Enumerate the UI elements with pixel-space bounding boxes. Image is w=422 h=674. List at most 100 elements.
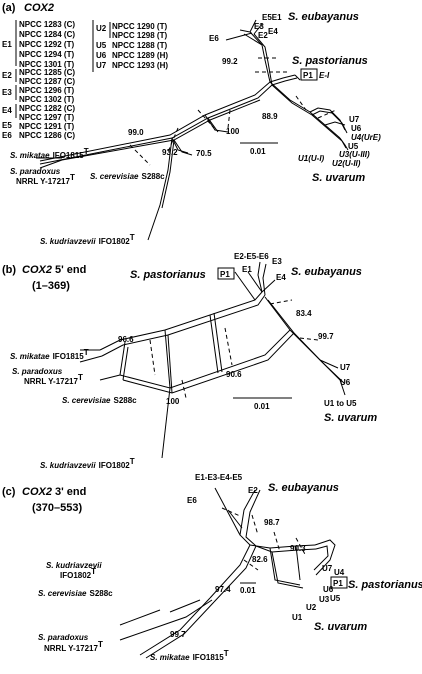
strain-right-1: NPCC 1298 (T) bbox=[112, 31, 167, 40]
group-e3: E3 bbox=[2, 88, 12, 97]
group-u2: U2 bbox=[96, 24, 107, 33]
taxon-eubayanus-b: S. eubayanus bbox=[291, 266, 362, 278]
tip-e6: E6 bbox=[209, 34, 219, 43]
tip-e3: E3 bbox=[254, 22, 264, 31]
group-e6: E6 bbox=[2, 131, 12, 140]
tip-u5-a: U5 bbox=[348, 142, 359, 151]
boot-98-7: 98.7 bbox=[264, 518, 280, 527]
dash-b-5 bbox=[181, 379, 187, 399]
boot-99-7-b: 99.7 bbox=[318, 332, 334, 341]
scale-label-b: 0.01 bbox=[254, 402, 270, 411]
group-u6: U6 bbox=[96, 51, 107, 60]
tip-u2-a: U2(U-II) bbox=[332, 159, 361, 168]
tip-e256: E2-E5-E6 bbox=[234, 252, 269, 261]
scale-label-c: 0.01 bbox=[240, 586, 256, 595]
taxon-eubayanus-a: S. eubayanus bbox=[288, 11, 359, 23]
boot-83-4: 83.4 bbox=[296, 309, 312, 318]
boot-88-9: 88.9 bbox=[262, 112, 278, 121]
tip-u6-b: U6 bbox=[340, 378, 351, 387]
panel-a-label: (a) bbox=[2, 2, 16, 14]
tip-e3-b: E3 bbox=[272, 257, 282, 266]
strain-left-8: NPCC 1302 (T) bbox=[19, 95, 74, 104]
tip-u1u5: U1 to U5 bbox=[324, 399, 357, 408]
p1-box-b bbox=[217, 267, 235, 280]
strain-left-5: NPCC 1285 (C) bbox=[19, 68, 75, 77]
dash-c-2 bbox=[251, 514, 259, 536]
boot-97-4: 97.4 bbox=[215, 585, 231, 594]
paradoxus-strain-c: NRRL Y-17217T bbox=[44, 640, 103, 653]
boot-70-5: 70.5 bbox=[196, 149, 212, 158]
dash-b-1 bbox=[149, 339, 156, 376]
strain-left-12: NPCC 1286 (C) bbox=[19, 131, 75, 140]
dash-a-1 bbox=[129, 144, 151, 166]
paradoxus-strain-a: NRRL Y-17217T bbox=[16, 173, 75, 186]
dash-a-2 bbox=[167, 127, 179, 153]
taxon-paradoxus-b: S. paradoxus bbox=[12, 367, 63, 376]
tip-u2-c: U2 bbox=[306, 603, 317, 612]
tip-u7-c: U7 bbox=[322, 564, 333, 573]
dash-c-3 bbox=[273, 531, 281, 553]
tip-p1-b: P1 bbox=[220, 270, 230, 279]
network-c bbox=[119, 487, 336, 659]
p1-box-c bbox=[330, 576, 348, 589]
tip-u7-a: U7 bbox=[349, 115, 360, 124]
tip-u1-a: U1(U-I) bbox=[298, 154, 325, 163]
taxon-paradoxus-c: S. paradoxus bbox=[38, 633, 89, 642]
tip-e1-b: E1 bbox=[242, 265, 252, 274]
p1-box-a bbox=[300, 68, 318, 81]
tip-ei: E-I bbox=[319, 71, 330, 80]
panel-a: (a) COX2 E1 E2 E3 E4 E5 E6 NPCC 1283 (C)… bbox=[2, 2, 381, 246]
tip-e4: E4 bbox=[268, 27, 278, 36]
strain-left-7: NPCC 1296 (T) bbox=[19, 86, 74, 95]
tip-u6-a: U6 bbox=[351, 124, 362, 133]
boot-99-2: 99.2 bbox=[222, 57, 238, 66]
tip-e5e1: E5E1 bbox=[262, 13, 282, 22]
strain-left-2: NPCC 1292 (T) bbox=[19, 40, 74, 49]
network-b bbox=[79, 261, 346, 459]
boot-100-a: 100 bbox=[226, 127, 240, 136]
tip-e6-c: E6 bbox=[187, 496, 197, 505]
boot-93-2: 93.2 bbox=[162, 148, 178, 157]
strain-left-0: NPCC 1283 (C) bbox=[19, 20, 75, 29]
boot-96-6: 96.6 bbox=[118, 335, 134, 344]
dash-c-5 bbox=[295, 537, 307, 557]
strain-left-11: NPCC 1291 (T) bbox=[19, 122, 74, 131]
paradoxus-strain-b: NRRL Y-17217T bbox=[24, 373, 83, 386]
taxon-kudriavzevii-c: S. kudriavzevii bbox=[46, 561, 102, 570]
boot-100-b: 100 bbox=[166, 397, 180, 406]
taxon-paradoxus-a: S. paradoxus bbox=[10, 167, 61, 176]
dash-a-4 bbox=[227, 109, 231, 129]
panel-c-label: (c) bbox=[2, 486, 16, 498]
group-u7: U7 bbox=[96, 61, 107, 70]
taxon-pastorianus-a: S. pastorianus bbox=[292, 55, 368, 67]
tip-e2-c: E2 bbox=[248, 486, 258, 495]
strain-left-1: NPCC 1284 (C) bbox=[19, 30, 75, 39]
boot-90-6: 90.6 bbox=[226, 370, 242, 379]
kudriavzevii-strain-c: IFO1802T bbox=[60, 567, 96, 580]
dash-b-2 bbox=[224, 327, 233, 366]
taxon-uvarum-a: S. uvarum bbox=[312, 172, 365, 184]
panel-b-range: (1–369) bbox=[32, 280, 70, 292]
tip-e2: E2 bbox=[258, 31, 268, 40]
tip-p1-a: P1 bbox=[303, 71, 313, 80]
dash-c-1 bbox=[221, 507, 241, 517]
boot-90-3: 90.3 bbox=[290, 544, 306, 553]
strain-right-0: NPCC 1290 (T) bbox=[112, 22, 167, 31]
group-e1: E1 bbox=[2, 40, 12, 49]
tip-e1345: E1-E3-E4-E5 bbox=[195, 473, 243, 482]
tip-u4-c: U4 bbox=[334, 568, 345, 577]
taxon-pastorianus-c: S. pastorianus bbox=[348, 579, 422, 591]
panel-a-title: COX2 bbox=[24, 2, 54, 14]
group-e2: E2 bbox=[2, 71, 12, 80]
taxon-uvarum-b: S. uvarum bbox=[324, 412, 377, 424]
